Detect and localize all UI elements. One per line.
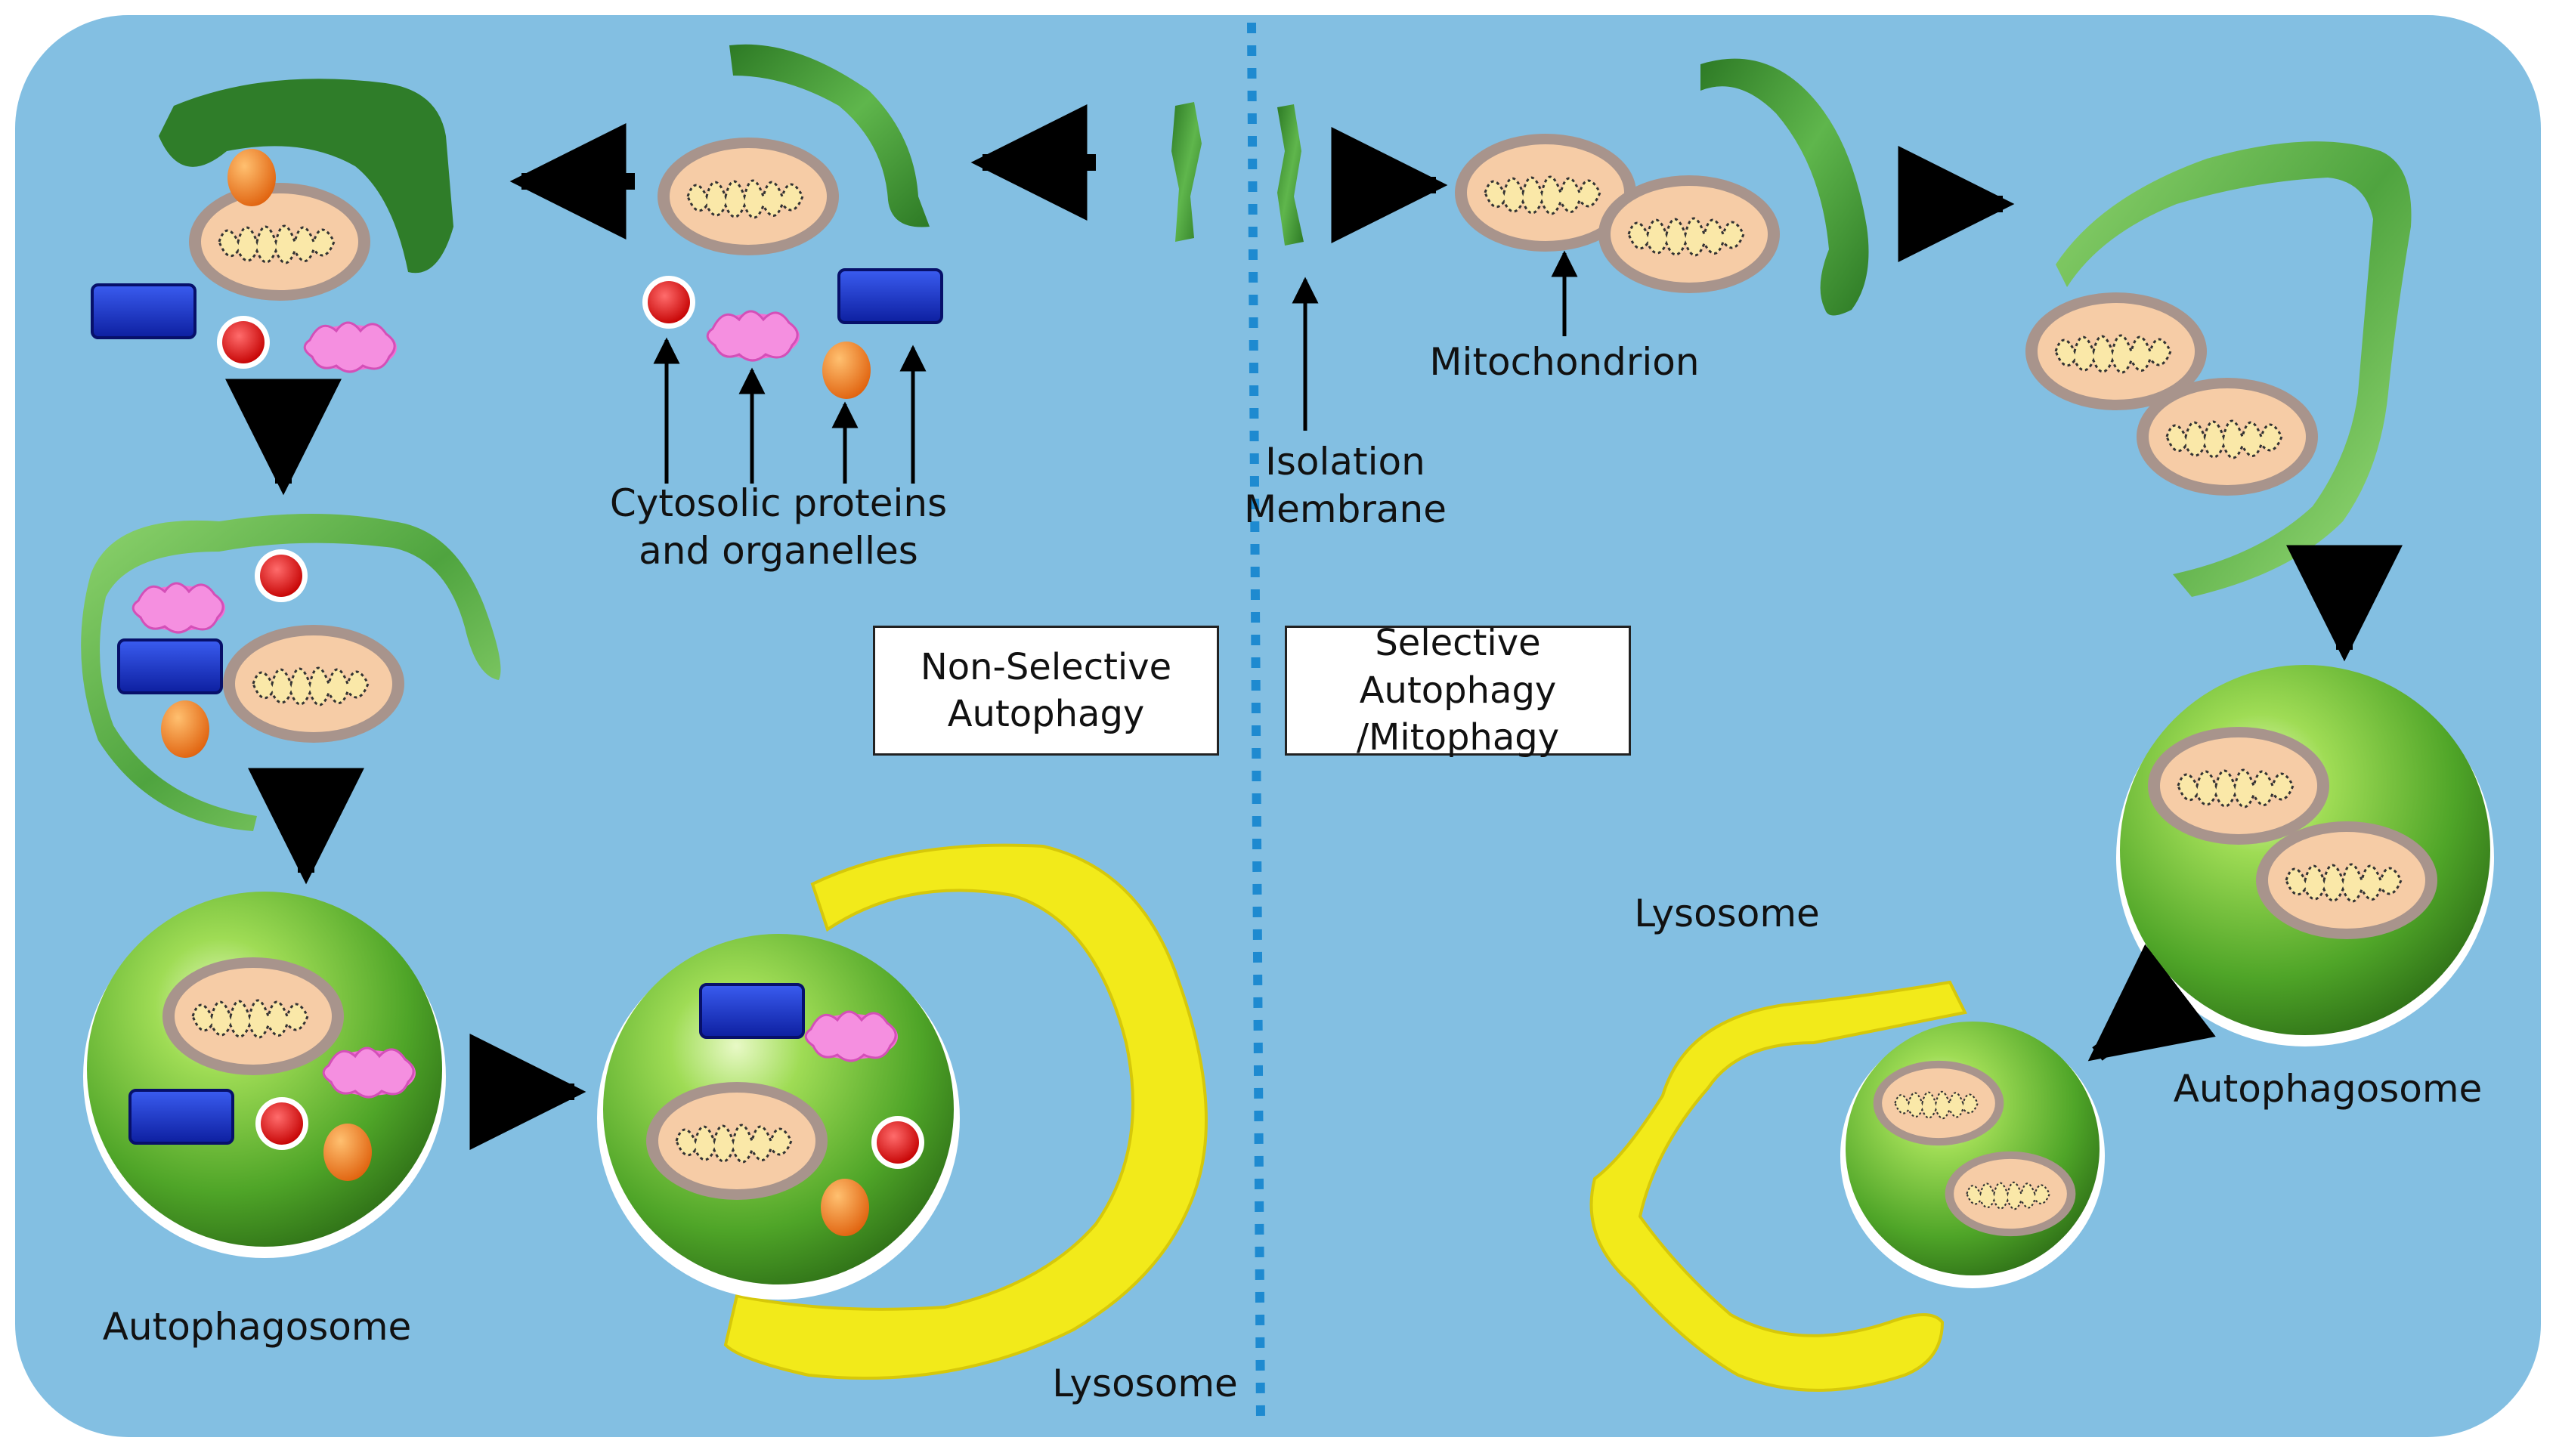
protein-pink — [706, 310, 801, 362]
mitochondrion-in-fusing — [645, 1080, 829, 1201]
lysosome-left-label: Lysosome — [1052, 1362, 1238, 1405]
isolation-label-line1: Isolation — [1265, 440, 1425, 484]
selective-label: Selective Autophagy /Mitophagy — [1356, 622, 1560, 759]
mitochondrion-small-2 — [1944, 1150, 2077, 1238]
protein-pink — [322, 1046, 417, 1099]
mitochondrion-left-1 — [656, 136, 840, 257]
membrane-elongating-left — [729, 44, 930, 227]
arrow-diagonal-fusion-right — [2087, 944, 2216, 1062]
protein-orange — [821, 1179, 869, 1236]
selective-box: Selective Autophagy /Mitophagy — [1285, 622, 1631, 759]
protein-blue — [128, 1089, 234, 1145]
cell-background — [15, 15, 2541, 1437]
isolation-label-line2: Membrane — [1244, 487, 1447, 531]
protein-blue — [117, 638, 223, 694]
autophagosome-right-label: Autophagosome — [2173, 1067, 2483, 1111]
non-selective-box: Non-Selective Autophagy — [873, 626, 1219, 756]
pathway-divider — [1247, 22, 1265, 1421]
cytosolic-label-line1: Cytosolic proteins — [609, 481, 948, 525]
protein-pink — [303, 321, 398, 373]
lysosome-left — [723, 843, 1208, 1380]
mitochondrion-small-1 — [1872, 1059, 2005, 1147]
lysosome-right — [1589, 980, 1967, 1392]
protein-blue — [699, 983, 805, 1039]
membrane-enveloping-right — [2056, 141, 2412, 598]
mitochondrion-left-2 — [187, 181, 372, 302]
isolation-membrane-right — [1277, 104, 1304, 246]
protein-pink — [804, 1010, 899, 1062]
isolation-membrane-left — [1171, 102, 1202, 242]
membrane-elongating-right — [1700, 58, 1869, 316]
protein-blue — [837, 268, 943, 324]
isolation-membrane-label: Isolation Membrane — [1232, 438, 1459, 533]
protein-red — [255, 549, 308, 602]
protein-red — [871, 1116, 924, 1169]
protein-red — [255, 1097, 308, 1150]
membrane-closing-left — [81, 514, 501, 831]
cytosolic-label: Cytosolic proteins and organelles — [605, 480, 952, 574]
autophagosome-left-label: Autophagosome — [102, 1305, 412, 1349]
mitochondrion-label: Mitochondrion — [1429, 340, 1700, 384]
non-selective-label: Non-Selective Autophagy — [920, 645, 1172, 735]
cytosolic-label-line2: and organelles — [639, 528, 918, 573]
protein-orange — [161, 700, 209, 758]
protein-red — [642, 276, 695, 329]
mitochondrion-right-2 — [1597, 174, 1781, 295]
mitochondrion-left-3 — [221, 623, 406, 744]
protein-orange — [323, 1124, 372, 1181]
lysosome-right-label: Lysosome — [1634, 892, 1820, 935]
membrane-cup-left — [159, 79, 453, 274]
protein-pink — [132, 582, 227, 634]
mitochondrion-in-autophagosome-right-1 — [2146, 725, 2331, 846]
protein-red — [217, 316, 270, 369]
protein-orange — [227, 149, 276, 206]
protein-blue — [91, 283, 196, 339]
mitochondrion-in-autophagosome-left — [161, 956, 345, 1077]
protein-orange — [822, 342, 871, 399]
mitochondrion-right-4 — [2135, 376, 2319, 497]
mitochondrion-in-autophagosome-right-2 — [2254, 820, 2439, 941]
autophagosome-small — [1846, 1022, 2100, 1275]
